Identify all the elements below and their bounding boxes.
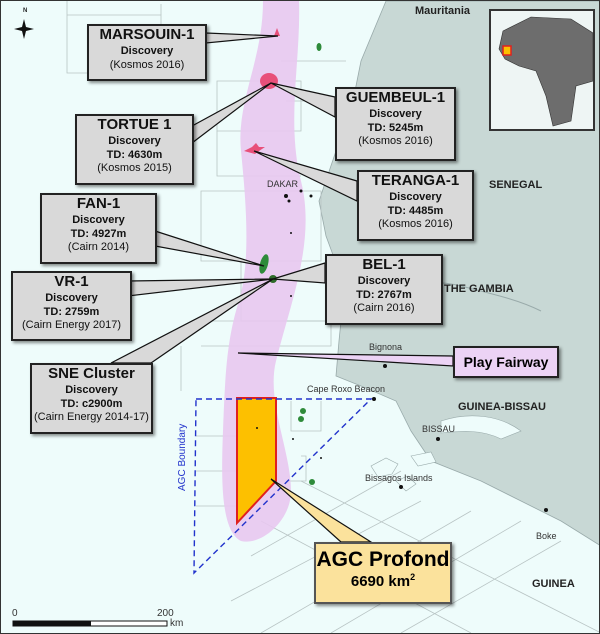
agc-block-name: AGC Profond (316, 548, 450, 571)
callout-status: Discovery (120, 44, 174, 57)
callout-tortue-1: TORTUE 1 Discovery TD: 4630m (Kosmos 201… (75, 114, 194, 185)
africa-map-icon (498, 16, 594, 127)
callout-teranga-1: TERANGA-1 Discovery TD: 4485m (Kosmos 20… (357, 170, 474, 241)
agc-profond-callout: AGC Profond 6690 km2 (314, 542, 452, 604)
agc-area: 6690 km (350, 573, 411, 590)
fan-oil-field (259, 254, 269, 274)
label-senegal: SENEGAL (489, 179, 543, 191)
callout-title: TORTUE 1 (97, 116, 172, 133)
callout-status: Discovery (389, 190, 442, 203)
callout-title: GUEMBEUL-1 (345, 89, 446, 106)
teranga-gas-field (244, 143, 265, 154)
callout-operator: (Cairn Energy 2014-17) (34, 411, 149, 424)
callout-vr-1: VR-1 Discovery TD: 2759m (Cairn Energy 2… (11, 271, 132, 341)
callout-td: TD: 2759m (43, 305, 100, 318)
callout-status: Discovery (45, 291, 98, 304)
callout-operator: (Kosmos 2016) (109, 58, 185, 71)
callout-operator: (Kosmos 2015) (97, 162, 172, 175)
callout-bel-1: BEL-1 Discovery TD: 2767m (Cairn 2016) (325, 254, 443, 325)
tortue-gas-field (260, 73, 278, 89)
label-mauritania: Mauritania (415, 5, 471, 17)
callout-status: Discovery (65, 383, 118, 396)
bissagos-islands (370, 415, 522, 492)
town-bignona: Bignona (369, 342, 403, 352)
location-marker (502, 45, 512, 56)
callout-td: TD: c2900m (60, 397, 123, 410)
callout-status: Discovery (72, 213, 125, 226)
callout-title: FAN-1 (76, 195, 121, 212)
scale-end: 200 (157, 608, 174, 619)
callout-td: TD: 4485m (387, 204, 444, 217)
town-boke: Boke (536, 531, 557, 541)
callout-td: TD: 2767m (356, 288, 412, 301)
label-guinea-bissau: GUINEA-BISSAU (458, 401, 547, 413)
callout-title: VR-1 (54, 273, 89, 290)
label-gambia: THE GAMBIA (444, 283, 514, 295)
callout-operator: (Cairn 2014) (67, 241, 130, 254)
callout-sne-cluster: SNE Cluster Discovery TD: c2900m (Cairn … (30, 363, 153, 434)
compass-rose-icon (14, 19, 34, 39)
callout-operator: (Cairn Energy 2017) (21, 319, 122, 332)
town-cape-roxo: Cape Roxo Beacon (307, 384, 386, 394)
callout-title: BEL-1 (362, 256, 406, 273)
town-bissagos: Bissagos Islands (365, 473, 433, 483)
agc-boundary-label: AGC Boundary (177, 423, 188, 491)
scale-bar (12, 620, 168, 627)
callout-guembeul-1: GUEMBEUL-1 Discovery TD: 5245m (Kosmos 2… (335, 87, 456, 161)
play-fairway-label: Play Fairway (453, 346, 559, 378)
callout-status: Discovery (369, 107, 422, 120)
callout-fan-1: FAN-1 Discovery TD: 4927m (Cairn 2014) (40, 193, 157, 264)
africa-locator-inset (489, 9, 595, 131)
callout-td: TD: 5245m (367, 121, 424, 134)
callout-status: Discovery (357, 274, 411, 287)
scale-start: 0 (12, 608, 18, 619)
agc-profond-block (236, 397, 277, 526)
label-guinea: GUINEA (532, 578, 575, 590)
callout-td: TD: 4927m (70, 227, 127, 240)
callout-title: TERANGA-1 (371, 172, 460, 189)
callout-operator: (Cairn 2016) (353, 302, 415, 315)
callout-marsouin-1: MARSOUIN-1 Discovery (Kosmos 2016) (87, 24, 207, 81)
agc-area-unit-sup: 2 (410, 572, 416, 582)
callout-title: SNE Cluster (48, 365, 135, 382)
town-bissau: BISSAU (422, 424, 456, 434)
agc-boundary (193, 398, 373, 575)
callout-operator: (Kosmos 2016) (358, 135, 433, 148)
scale-unit: km (170, 618, 184, 629)
callout-operator: (Kosmos 2016) (378, 218, 453, 231)
callout-title: MARSOUIN-1 (99, 26, 195, 43)
callout-status: Discovery (108, 134, 161, 147)
callout-td: TD: 4630m (106, 148, 163, 161)
town-dakar: DAKAR (267, 179, 299, 189)
compass-n-label: N (23, 8, 28, 14)
marsouin-gas-field (274, 28, 280, 36)
